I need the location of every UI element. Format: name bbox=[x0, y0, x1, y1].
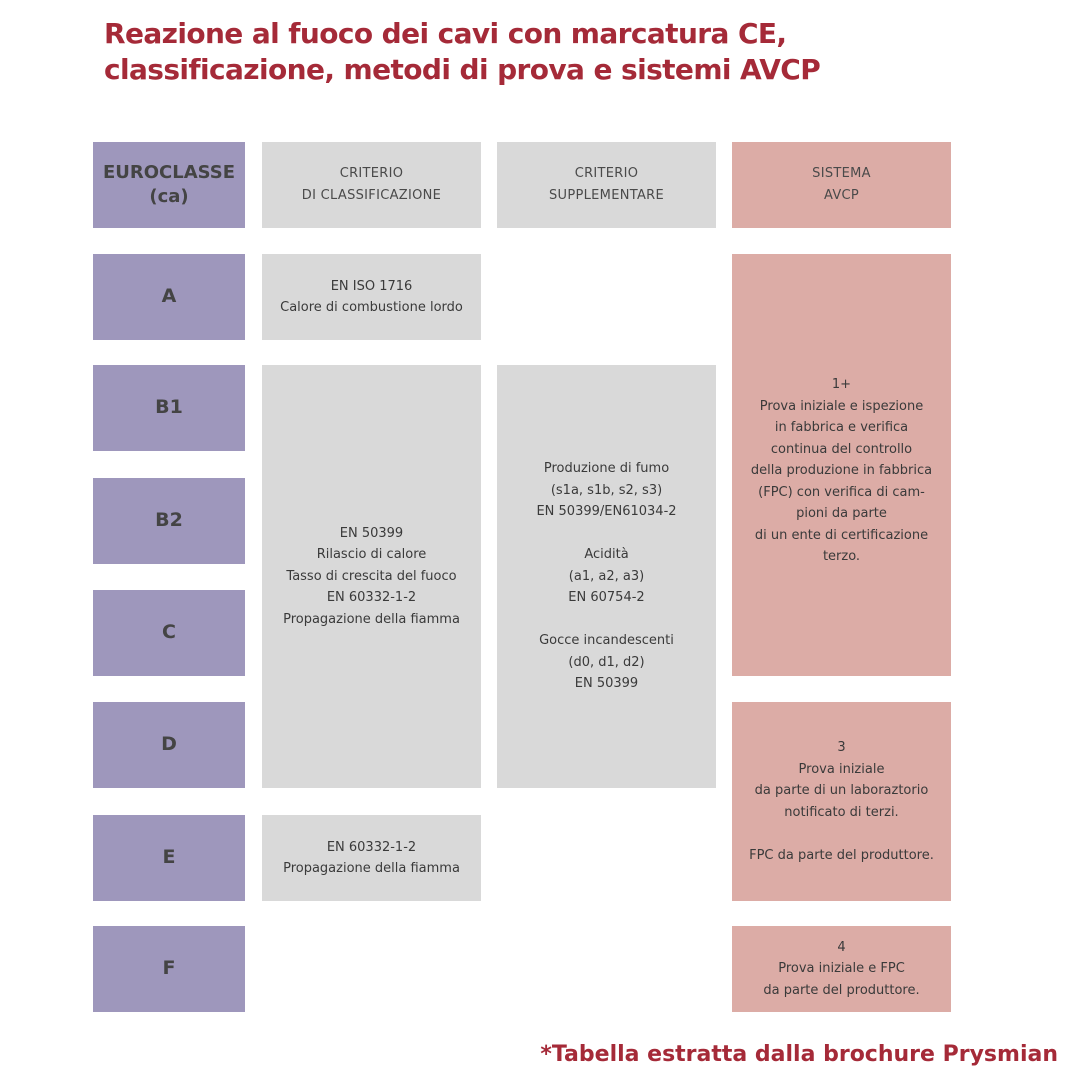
classification-b1-to-d: EN 50399 Rilascio di calore Tasso di cre… bbox=[262, 365, 481, 788]
euroclass-b2: B2 bbox=[93, 478, 245, 564]
header-criterio-classificazione: CRITERIO DI CLASSIFICAZIONE bbox=[262, 142, 481, 228]
euroclass-c: C bbox=[93, 590, 245, 676]
euroclass-d: D bbox=[93, 702, 245, 788]
title-line-1: Reazione al fuoco dei cavi con marcatura… bbox=[104, 17, 787, 50]
source-footnote: *Tabella estratta dalla brochure Prysmia… bbox=[540, 1042, 1058, 1067]
euroclass-a: A bbox=[93, 254, 245, 340]
header-euroclasse: EUROCLASSE (ca) bbox=[93, 142, 245, 228]
classification-e: EN 60332-1-2 Propagazione della fiamma bbox=[262, 815, 481, 901]
page-title: Reazione al fuoco dei cavi con marcatura… bbox=[104, 16, 1004, 88]
avcp-system-3: 3 Prova iniziale da parte di un laborazt… bbox=[732, 702, 951, 901]
euroclass-f: F bbox=[93, 926, 245, 1012]
euroclass-e: E bbox=[93, 815, 245, 901]
euroclass-b1: B1 bbox=[93, 365, 245, 451]
header-criterio-supplementare: CRITERIO SUPPLEMENTARE bbox=[497, 142, 716, 228]
avcp-system-4: 4 Prova iniziale e FPC da parte del prod… bbox=[732, 926, 951, 1012]
classification-a: EN ISO 1716 Calore di combustione lordo bbox=[262, 254, 481, 340]
supplementary-b1-to-d: Produzione di fumo (s1a, s1b, s2, s3) EN… bbox=[497, 365, 716, 788]
header-sistema-avcp: SISTEMA AVCP bbox=[732, 142, 951, 228]
title-line-2: classificazione, metodi di prova e siste… bbox=[104, 53, 821, 86]
avcp-system-1-plus: 1+ Prova iniziale e ispezione in fabbric… bbox=[732, 254, 951, 676]
